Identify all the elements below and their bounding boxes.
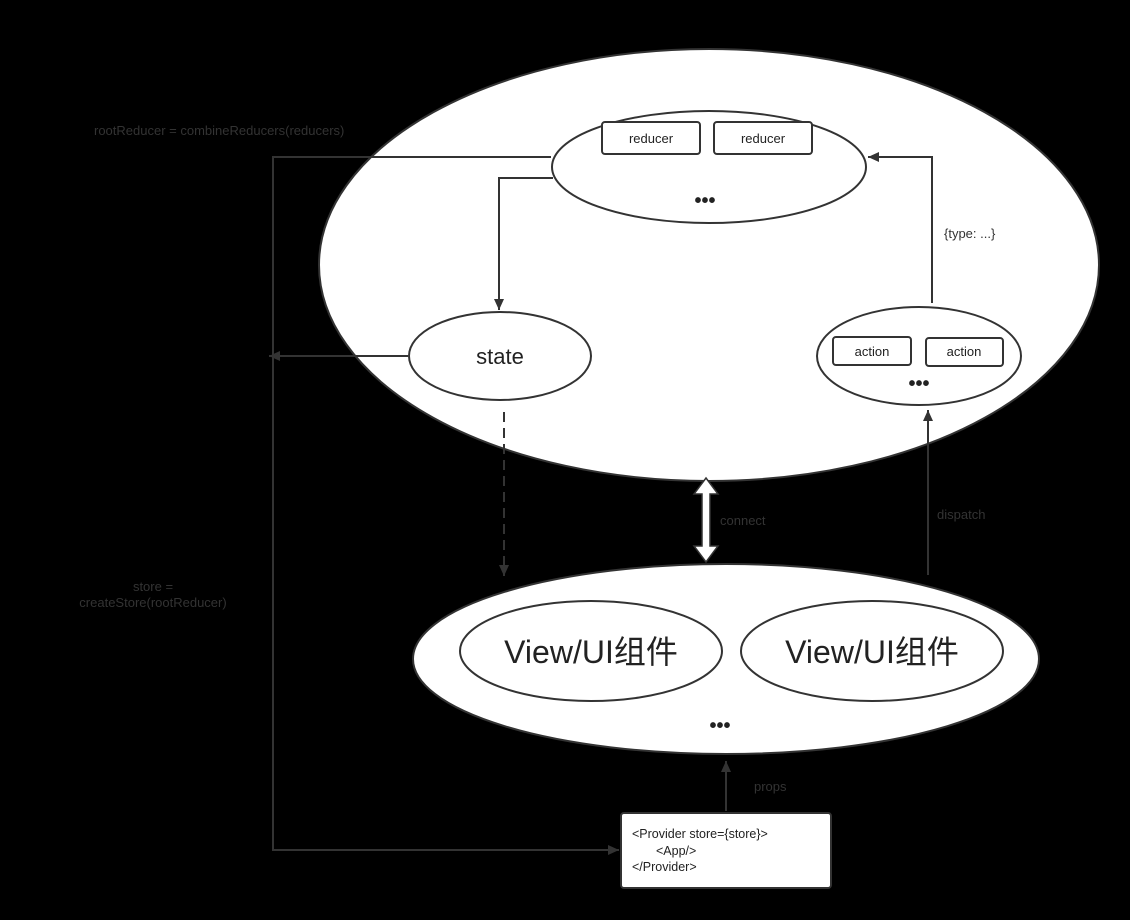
view-component-label-2: View/UI组件 xyxy=(785,634,959,670)
reducer-label-1: reducer xyxy=(629,131,674,146)
connect-label: connect xyxy=(720,513,766,528)
provider-line-1: <Provider store={store}> xyxy=(632,827,768,841)
actions-more-dots: ••• xyxy=(908,373,929,395)
store-label-line1: store = xyxy=(133,579,173,594)
reducers-more-dots: ••• xyxy=(694,190,715,212)
action-label-2: action xyxy=(947,344,982,359)
view-component-ellipse-1 xyxy=(459,600,723,702)
connect-double-arrow xyxy=(692,476,720,564)
view-more-dots: ••• xyxy=(709,715,730,737)
root-reducer-to-provider-line xyxy=(272,156,619,855)
action-to-reducer-arrow xyxy=(868,152,933,303)
provider-line-2: <App/> xyxy=(656,844,696,858)
props-label: props xyxy=(754,779,787,794)
reducer-box-2 xyxy=(713,121,813,155)
reducer-label-2: reducer xyxy=(741,131,786,146)
provider-box xyxy=(620,812,832,889)
root-reducer-label: rootReducer = combineReducers(reducers) xyxy=(94,123,344,138)
action-label-1: action xyxy=(855,344,890,359)
action-box-1 xyxy=(832,336,912,366)
action-type-label: {type: ...} xyxy=(944,226,996,241)
action-box-2 xyxy=(925,337,1004,367)
actions-ellipse xyxy=(816,306,1022,406)
dispatch-label: dispatch xyxy=(937,507,985,522)
reducer-box-1 xyxy=(601,121,701,155)
view-component-ellipse-2 xyxy=(740,600,1004,702)
reducer-to-state-arrow xyxy=(494,177,553,310)
store-label-line2: createStore(rootReducer) xyxy=(79,595,226,610)
state-ellipse xyxy=(408,311,592,401)
view-component-label-1: View/UI组件 xyxy=(504,634,678,670)
provider-line-3: </Provider> xyxy=(632,860,697,874)
state-label: state xyxy=(476,344,524,369)
